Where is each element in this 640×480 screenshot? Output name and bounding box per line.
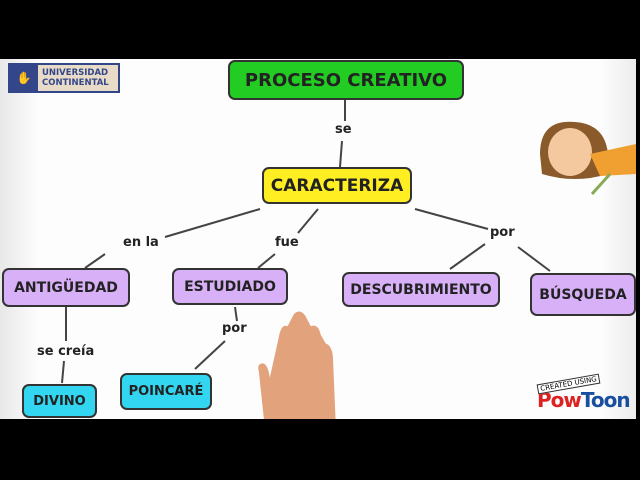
node-divino: DIVINO [22, 384, 97, 418]
link-se: se [335, 122, 352, 137]
link-se-creia: se creía [37, 344, 95, 359]
node-poincare: POINCARÉ [120, 373, 212, 410]
node-descubrimiento: DESCUBRIMIENTO [342, 272, 500, 307]
link-por: por [490, 225, 515, 240]
logo-emblem-icon: ✋ [10, 65, 38, 91]
connector-lines [61, 100, 551, 384]
link-por-2: por [222, 321, 247, 336]
node-caracteriza: CARACTERIZA [262, 167, 412, 204]
node-estudiado: ESTUDIADO [172, 268, 288, 305]
logo-line1: UNIVERSIDAD [42, 68, 109, 78]
node-antiguedad: ANTIGÜEDAD [2, 268, 130, 307]
cartoon-girl-icon [540, 121, 636, 196]
hand-icon [258, 311, 336, 419]
node-proceso-creativo: PROCESO CREATIVO [228, 60, 464, 100]
logo-line2: CONTINENTAL [42, 78, 109, 88]
link-fue: fue [275, 235, 299, 250]
node-busqueda: BÚSQUEDA [530, 273, 636, 316]
link-en-la: en la [123, 235, 159, 250]
watermark-brand-toon: Toon [580, 388, 631, 412]
